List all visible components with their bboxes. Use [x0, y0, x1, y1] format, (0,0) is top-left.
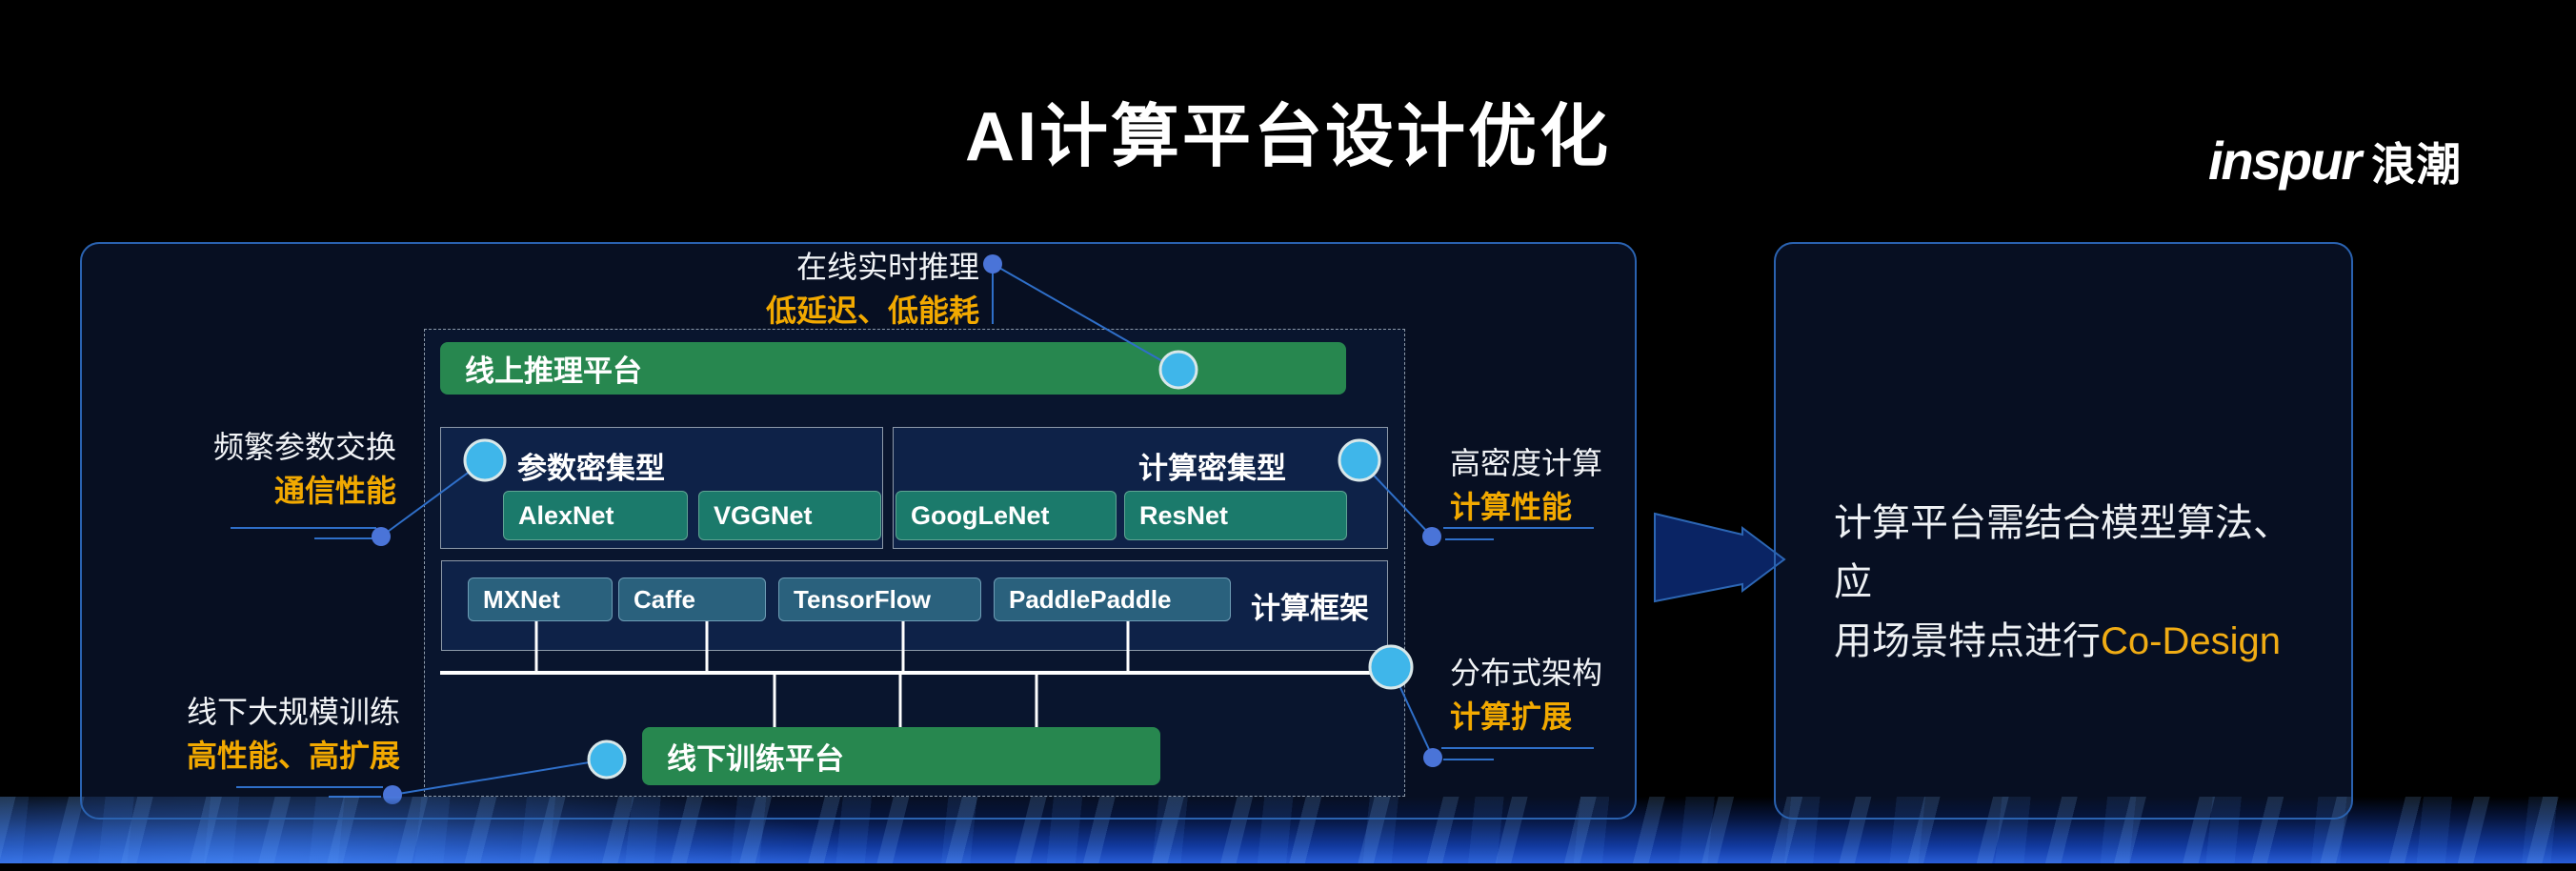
top-letterbox-bar	[0, 0, 2576, 72]
model-box-vggnet: VGGNet	[698, 491, 881, 540]
callout-param-exchange-line1: 频繁参数交换	[212, 430, 396, 464]
offline-training-platform-label: 线下训练平台	[667, 742, 844, 776]
page-title: AI计算平台设计优化	[964, 99, 1611, 175]
model-box-googlenet: GoogLeNet	[896, 491, 1117, 540]
callout-high-density: 高密度计算 计算性能	[1450, 442, 1755, 528]
conclusion-codesign-highlight: Co-Design	[2101, 620, 2281, 662]
inspur-logo: inspur 浪潮	[2208, 128, 2461, 193]
callout-high-density-line1: 高密度计算	[1450, 446, 1603, 480]
framework-label-mxnet: MXNet	[483, 584, 560, 614]
framework-group-label: 计算框架	[1251, 592, 1369, 625]
model-label-googlenet: GoogLeNet	[911, 500, 1050, 530]
conclusion-text: 计算平台需结合模型算法、应 用场景特点进行Co-Design	[1834, 494, 2315, 671]
framework-box-tensorflow: TensorFlow	[778, 577, 981, 621]
callout-param-exchange-line2: 通信性能	[273, 474, 396, 508]
framework-label-tensorflow: TensorFlow	[794, 584, 931, 614]
callout-online-line1: 在线实时推理	[795, 250, 979, 284]
online-inference-platform-label: 线上推理平台	[465, 354, 642, 388]
callout-distributed-line1: 分布式架构	[1450, 656, 1603, 690]
framework-label-paddlepaddle: PaddlePaddle	[1009, 584, 1172, 614]
model-label-vggnet: VGGNet	[714, 500, 813, 530]
framework-box-caffe: Caffe	[618, 577, 766, 621]
callout-offline-training-line2: 高性能、高扩展	[186, 739, 400, 773]
conclusion-line2-prefix: 用场景特点进行	[1834, 620, 2101, 662]
conclusion-line2: 用场景特点进行Co-Design	[1834, 612, 2315, 671]
callout-param-exchange: 频繁参数交换 通信性能	[143, 426, 396, 512]
framework-box-mxnet: MXNet	[468, 577, 613, 621]
callout-offline-training-line1: 线下大规模训练	[186, 695, 400, 729]
model-box-resnet: ResNet	[1124, 491, 1347, 540]
model-box-alexnet: AlexNet	[503, 491, 688, 540]
callout-distributed: 分布式架构 计算扩展	[1450, 652, 1755, 738]
param-dense-label: 参数密集型	[517, 452, 665, 485]
online-inference-platform-bar: 线上推理平台	[440, 342, 1346, 395]
callout-offline-training: 线下大规模训练 高性能、高扩展	[143, 691, 400, 777]
framework-label-caffe: Caffe	[634, 584, 696, 614]
callout-online-line2: 低延迟、低能耗	[765, 294, 979, 328]
callout-high-density-line2: 计算性能	[1450, 490, 1573, 524]
framework-box-paddlepaddle: PaddlePaddle	[994, 577, 1231, 621]
model-label-alexnet: AlexNet	[518, 500, 614, 530]
callout-distributed-line2: 计算扩展	[1450, 699, 1573, 734]
compute-dense-label: 计算密集型	[1138, 452, 1286, 485]
conclusion-line1: 计算平台需结合模型算法、应	[1834, 502, 2291, 603]
callout-online-inference: 在线实时推理 低延迟、低能耗	[667, 246, 979, 332]
model-label-resnet: ResNet	[1139, 500, 1229, 530]
conclusion-panel	[1774, 242, 2353, 820]
bottom-letterbox-bar	[0, 863, 2576, 871]
offline-training-platform-bar: 线下训练平台	[642, 727, 1160, 785]
inspur-logo-cjk: 浪潮	[2371, 139, 2462, 190]
inspur-logo-latin: inspur	[2208, 131, 2362, 191]
